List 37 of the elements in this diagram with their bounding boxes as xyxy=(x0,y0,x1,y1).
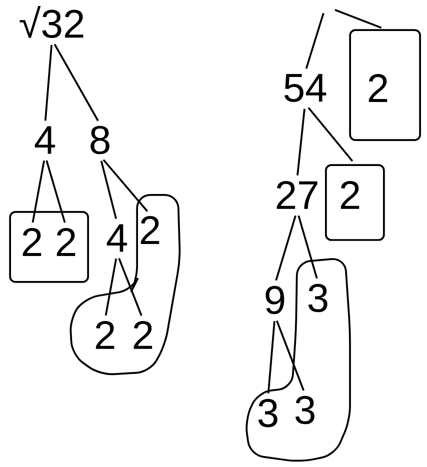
factor-box xyxy=(349,29,421,141)
number: 27 xyxy=(276,180,318,209)
number: 4 xyxy=(34,126,56,154)
branch-line xyxy=(32,160,46,223)
branch-line xyxy=(54,44,99,122)
factor-box xyxy=(325,164,385,241)
factor-loop xyxy=(246,258,351,462)
number: 2 xyxy=(134,320,152,349)
number: 3 xyxy=(258,398,278,428)
number: 9 xyxy=(266,286,284,314)
branch-line xyxy=(296,108,306,176)
number: 8 xyxy=(90,126,110,154)
number: 54 xyxy=(284,74,326,102)
branch-line xyxy=(102,159,148,212)
number: 4 xyxy=(106,224,128,252)
number: 3 xyxy=(308,284,328,312)
branch-line xyxy=(275,215,296,281)
number: 2 xyxy=(140,216,160,244)
branch-line xyxy=(46,160,66,223)
branch-line xyxy=(305,12,324,69)
branch-line xyxy=(44,44,52,121)
branch-line xyxy=(267,321,276,394)
branch-line xyxy=(276,320,304,391)
number: 3 xyxy=(295,396,314,424)
branch-line xyxy=(118,258,142,316)
branch-line xyxy=(308,107,354,162)
branch-line xyxy=(104,258,118,316)
number: 2 xyxy=(22,228,42,256)
factor-box xyxy=(9,211,89,283)
number: 2 xyxy=(96,320,114,349)
number: 2 xyxy=(368,74,388,102)
number: 2 xyxy=(56,228,76,256)
number: 2 xyxy=(340,180,360,209)
branch-line xyxy=(298,215,318,279)
number: √32 xyxy=(20,6,84,38)
branch-line xyxy=(334,9,382,29)
branch-line xyxy=(100,160,117,219)
